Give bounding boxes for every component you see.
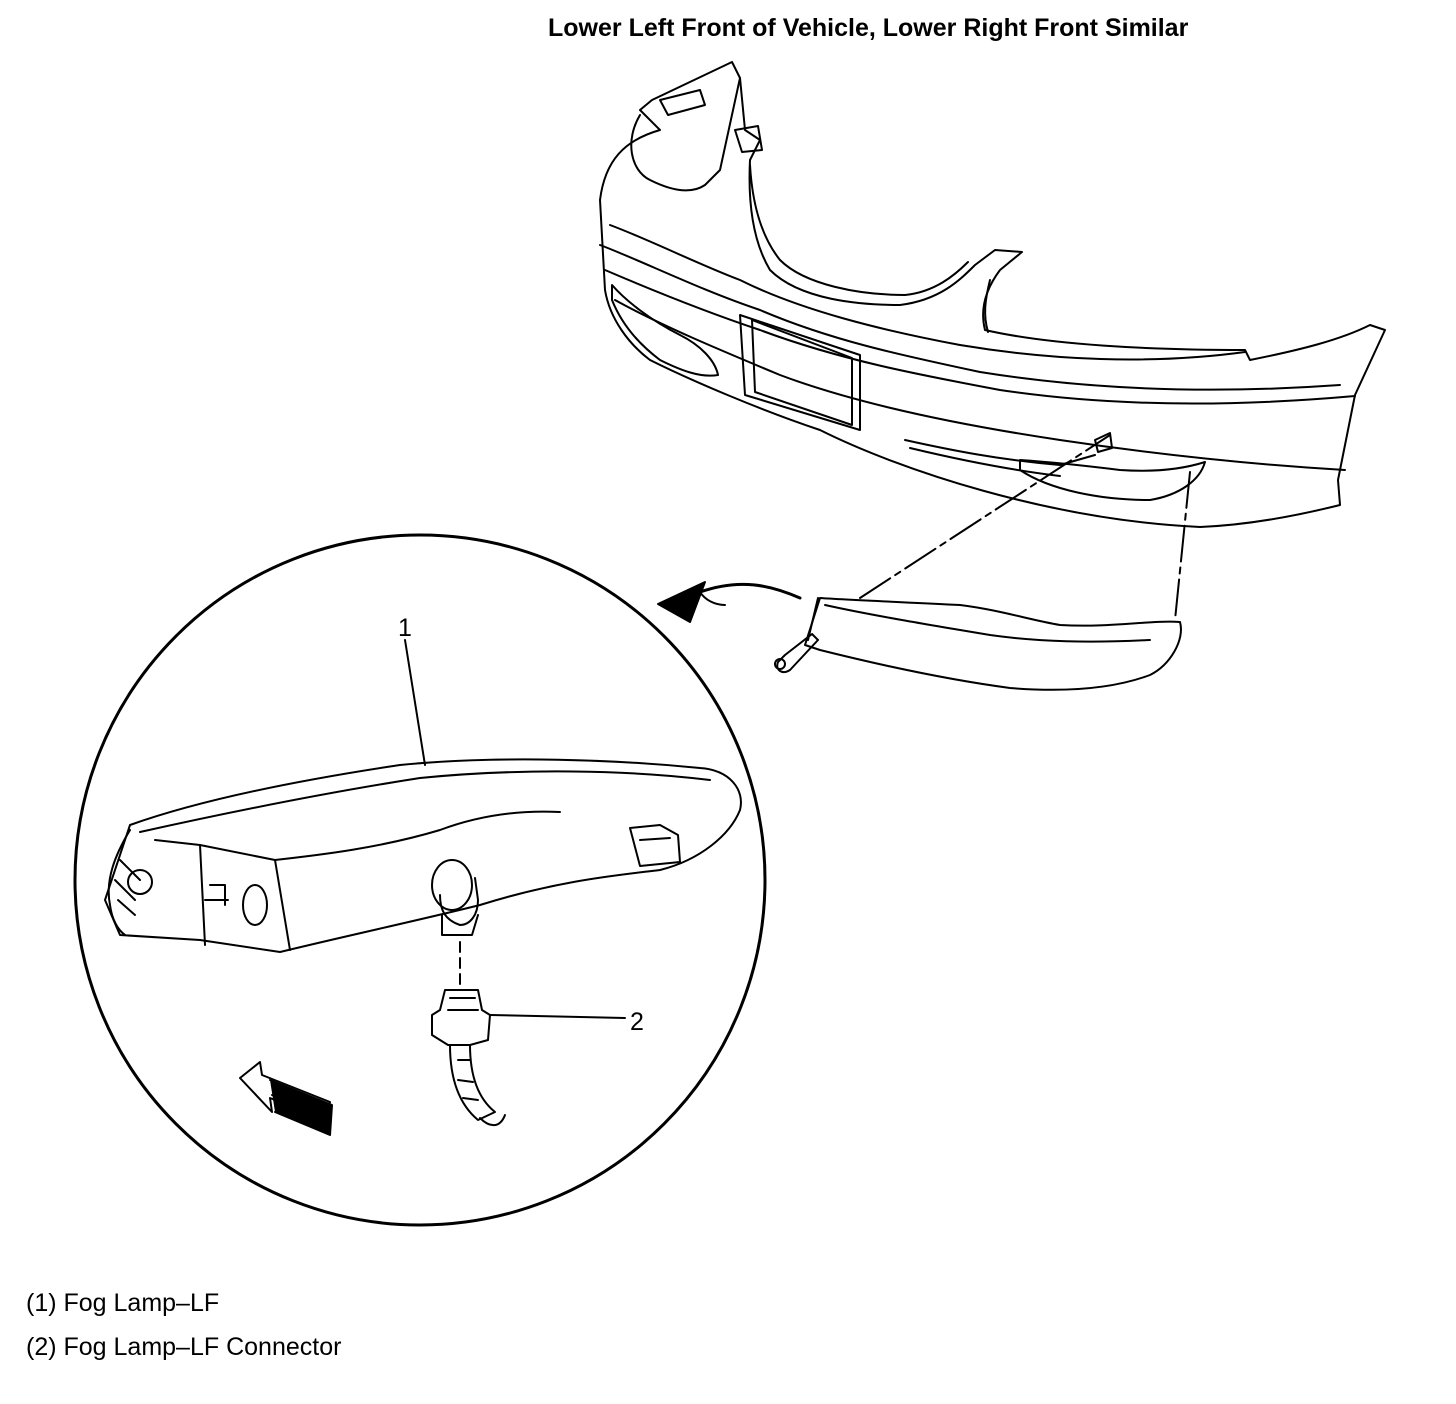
- front-bumper-fascia: [599, 61, 1386, 528]
- callout-1: 1: [398, 614, 412, 642]
- detail-arrow: [657, 581, 802, 623]
- fog-lamp-connector: [431, 989, 626, 1127]
- alignment-lines: [859, 434, 1191, 621]
- legend-item-fog-lamp-connector: (2) Fog Lamp–LF Connector: [26, 1333, 342, 1361]
- fog-lamp-exploded: [774, 597, 1182, 691]
- forward-direction-arrow: [239, 1061, 333, 1136]
- callout-2: 2: [630, 1008, 644, 1036]
- diagram-title: Lower Left Front of Vehicle, Lower Right…: [548, 14, 1189, 42]
- legend-item-fog-lamp: (1) Fog Lamp–LF: [26, 1289, 220, 1317]
- detail-view-circle: [73, 533, 767, 1227]
- fog-lamp-detail: [104, 639, 742, 953]
